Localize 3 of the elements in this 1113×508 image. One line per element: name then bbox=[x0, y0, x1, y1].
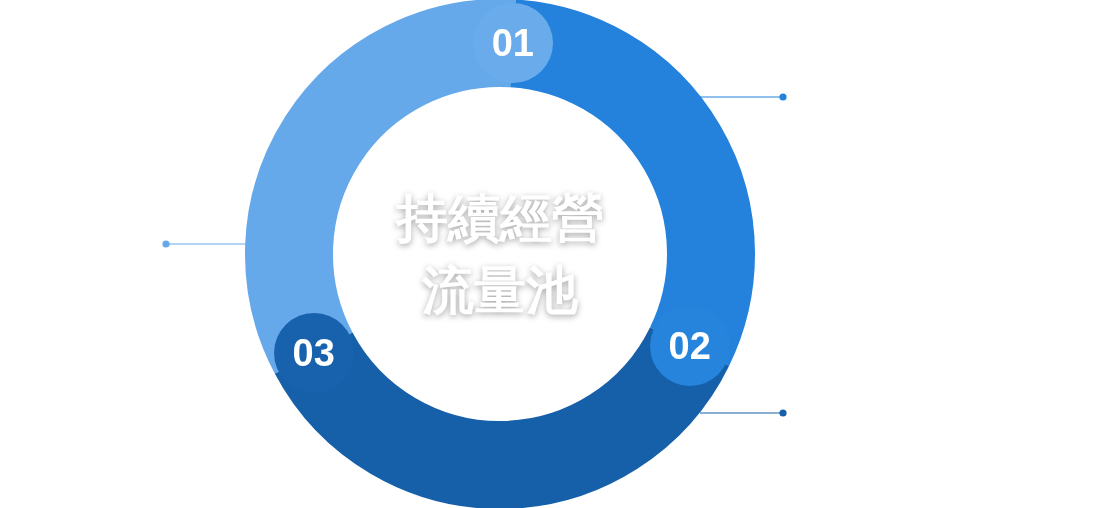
step-number: 02 bbox=[668, 324, 711, 369]
step-number: 03 bbox=[292, 331, 335, 376]
step-number: 01 bbox=[491, 21, 534, 66]
